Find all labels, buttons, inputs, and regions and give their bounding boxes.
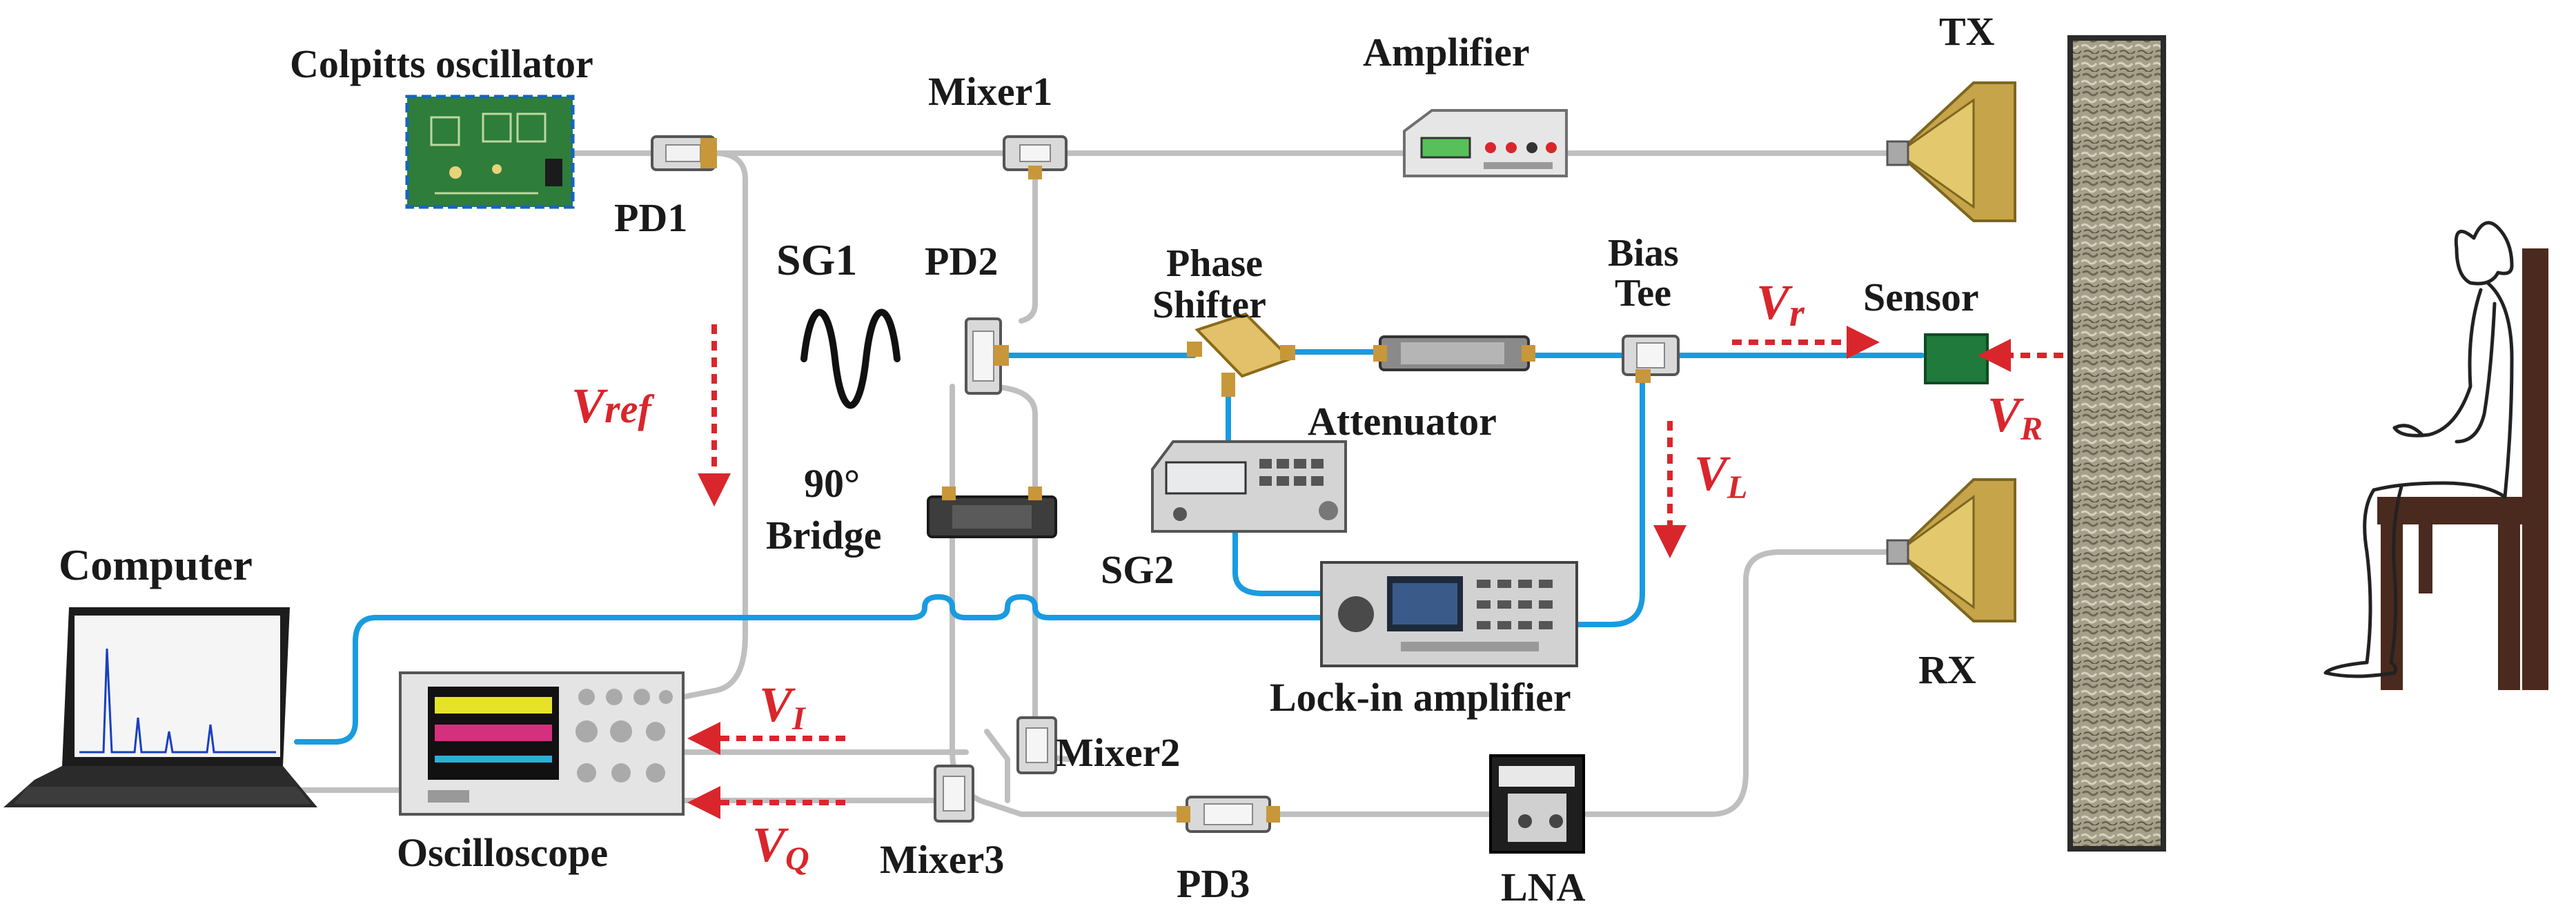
label-bias-tee-line2: Tee	[1615, 272, 1671, 315]
signal-arrows	[687, 324, 2063, 819]
bias-tee-to-lockin-cable	[1574, 373, 1645, 627]
lna-to-rx-cable	[1581, 549, 1897, 817]
tx-horn-antenna	[1886, 81, 2016, 222]
label-v-ref: Vref	[571, 378, 655, 433]
label-rx: RX	[1918, 647, 1976, 692]
ninety-degree-bridge	[927, 486, 1057, 538]
label-sg2: SG2	[1101, 547, 1174, 592]
pd1-splitter	[651, 135, 717, 171]
label-phase-shifter-line1: Phase	[1166, 242, 1263, 285]
label-v-l: VL	[1694, 446, 1747, 506]
label-attenuator: Attenuator	[1308, 399, 1497, 444]
label-sg1: SG1	[776, 235, 857, 284]
mixer2-device	[1016, 716, 1057, 774]
wall	[2067, 35, 2166, 852]
coax-cables	[294, 150, 1897, 817]
label-phase-shifter-line2: Shifter	[1152, 284, 1266, 326]
label-pd1: PD1	[614, 195, 687, 240]
label-oscilloscope: Oscilloscope	[397, 830, 608, 875]
bias-tee-device	[1622, 335, 1680, 383]
label-computer: Computer	[59, 540, 253, 589]
label-lna: LNA	[1501, 865, 1586, 910]
mixer3-device	[934, 765, 974, 823]
label-90-bridge-line2: Bridge	[766, 513, 882, 558]
label-mixer2: Mixer2	[1056, 730, 1180, 775]
label-amplifier: Amplifier	[1363, 30, 1530, 75]
computer-laptop	[3, 607, 317, 807]
sensor-device	[1924, 333, 1989, 384]
label-colpitts-oscillator: Colpitts oscillator	[290, 41, 593, 86]
signal-cables	[294, 349, 1925, 745]
pd3-splitter	[1177, 796, 1280, 833]
sg2-device	[1151, 440, 1347, 533]
label-90-bridge-line1: 90°	[804, 461, 860, 506]
oscilloscope-device	[399, 671, 685, 816]
label-v-q: VQ	[752, 817, 809, 877]
pd2-to-mixer2-cable	[981, 384, 1072, 762]
pd1-to-osc-cable	[680, 150, 748, 700]
attenuator-device	[1373, 335, 1535, 371]
pd2-splitter	[965, 317, 1009, 395]
label-lockin-amplifier: Lock-in amplifier	[1270, 675, 1571, 720]
rx-horn-antenna	[1886, 478, 2016, 622]
chair	[2377, 248, 2548, 690]
lockin-amplifier-device	[1320, 561, 1578, 667]
label-bias-tee-line1: Bias	[1608, 232, 1679, 275]
label-v-r-small: Vr	[1756, 275, 1805, 335]
label-v-r-big: VR	[1987, 387, 2043, 447]
amplifier-device	[1403, 109, 1568, 177]
phase-shifter-device	[1187, 312, 1295, 397]
label-mixer3: Mixer3	[880, 837, 1004, 882]
mixer1-to-pd2-cable	[1019, 163, 1038, 324]
label-sensor: Sensor	[1863, 275, 1979, 320]
label-tx: TX	[1939, 9, 1995, 54]
lockin-to-computer-cable	[294, 594, 1324, 745]
label-pd3: PD3	[1177, 861, 1250, 906]
seated-person	[2323, 221, 2514, 678]
sg1-sine-symbol	[800, 308, 901, 409]
mixer1-device	[1003, 135, 1068, 179]
label-mixer1: Mixer1	[928, 69, 1052, 114]
lna-device	[1489, 754, 1585, 854]
label-pd2: PD2	[925, 239, 998, 284]
colpitts-oscillator-board	[405, 95, 575, 209]
label-v-i: VI	[759, 677, 807, 737]
